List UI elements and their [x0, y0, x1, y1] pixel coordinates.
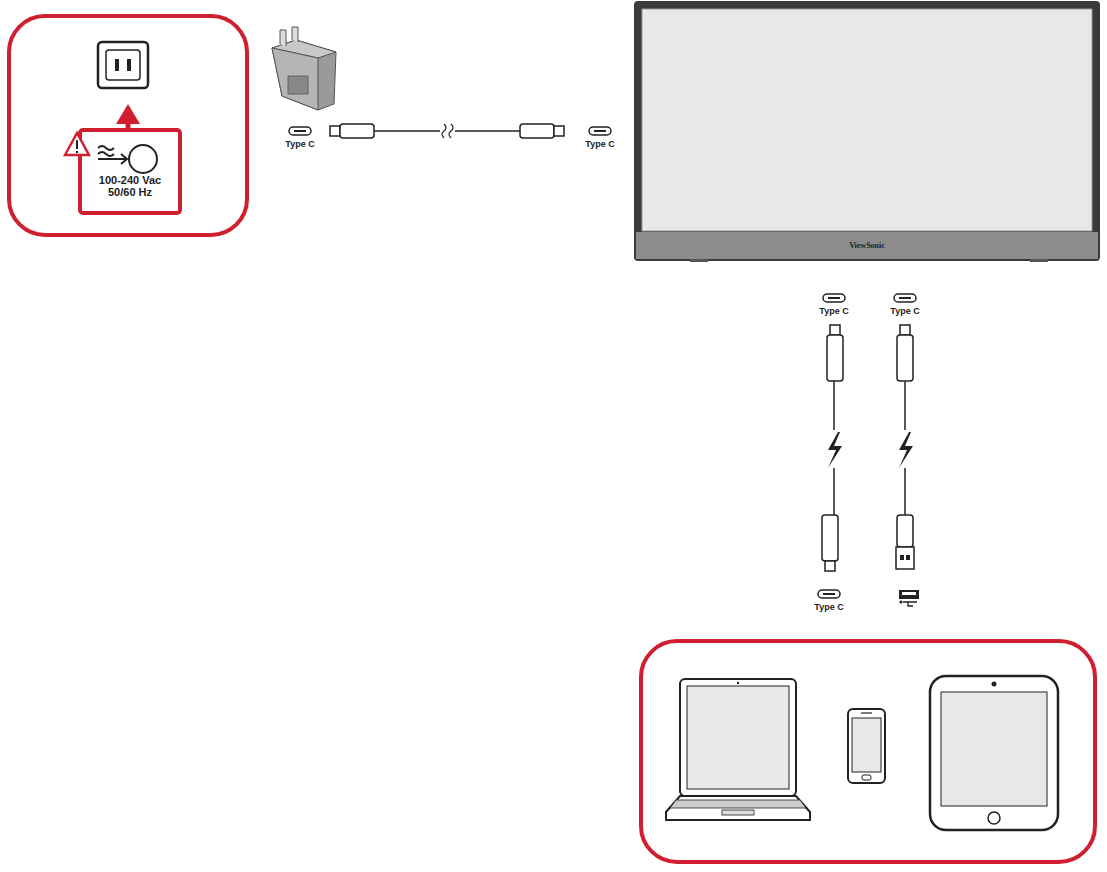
power-outlet-panel-part — [65, 133, 89, 155]
source-devices-panel-part — [848, 709, 885, 783]
source-devices-panel-part — [862, 775, 871, 780]
device-cables-part — [906, 555, 910, 560]
connector-type-label: Type C — [890, 306, 919, 316]
power-adapter-part — [272, 40, 336, 110]
device-cables-part — [896, 547, 914, 569]
power-adapter — [272, 27, 336, 110]
device-cables-part — [900, 325, 910, 335]
node-text: ViewSonic — [667, 241, 1067, 251]
device-cables-part — [833, 468, 835, 515]
source-devices-panel-part — [641, 641, 1095, 862]
device-cables-part — [899, 590, 919, 599]
portable-monitor-part — [642, 9, 1092, 231]
portable-monitor-part — [690, 259, 708, 262]
device-cables-part — [897, 335, 913, 381]
device-cables-part — [904, 468, 906, 515]
portable-monitor-part — [634, 1, 1100, 261]
portable-monitor-part — [636, 232, 1098, 259]
source-devices-panel — [641, 641, 1095, 862]
source-devices-panel-part — [988, 812, 1000, 824]
source-devices-panel-part — [687, 686, 789, 789]
power-outlet-panel-part — [106, 50, 140, 80]
device-cables — [818, 294, 919, 606]
power-outlet-panel-part — [129, 145, 157, 173]
device-cables-part — [830, 325, 840, 335]
source-devices-panel-part — [861, 712, 872, 713]
device-cables-part — [899, 432, 913, 468]
power-outlet-panel-part — [116, 104, 140, 124]
usb-c-cable-part — [589, 127, 611, 135]
source-devices-panel-part — [930, 676, 1058, 830]
device-cables-part — [827, 335, 843, 381]
usb-c-cable-part — [289, 127, 311, 135]
source-devices-panel-part — [852, 718, 881, 772]
usb-c-cable-part — [442, 124, 453, 138]
power-outlet-panel-part — [80, 130, 180, 213]
device-cables-part — [903, 602, 917, 606]
device-cables-part — [833, 381, 835, 430]
source-devices-panel-part — [722, 810, 754, 815]
connector-type-label: Type C — [814, 602, 843, 612]
power-outlet-panel-part — [76, 140, 78, 149]
device-cables-part — [904, 381, 906, 430]
device-cables-part — [897, 515, 913, 547]
power-outlet-panel-part — [98, 146, 114, 156]
power-outlet-panel — [9, 16, 247, 235]
source-devices-panel-part — [737, 682, 739, 684]
power-outlet-panel-part — [76, 151, 78, 153]
device-cables-part — [902, 592, 916, 595]
power-outlet-panel-part — [115, 59, 119, 71]
source-devices-panel-part — [680, 679, 796, 796]
power-adapter-part — [288, 76, 308, 94]
power-outlet-panel-part — [127, 59, 131, 71]
portable-monitor-part — [1030, 259, 1048, 262]
device-cables-part — [825, 561, 835, 571]
power-adapter-part — [272, 48, 318, 110]
device-cables-part — [818, 590, 840, 598]
power-outlet-panel-part — [121, 154, 127, 164]
monitor-bezel: ViewSonic — [636, 232, 1098, 259]
device-cables-part — [900, 555, 904, 560]
usb-c-cable-part — [520, 124, 554, 138]
device-cables-part — [899, 600, 902, 603]
power-outlet-panel-part — [98, 42, 148, 88]
power-outlet-panel-part — [98, 158, 126, 160]
source-devices-panel-part — [992, 682, 997, 687]
power-outlet-panel-part — [9, 16, 247, 235]
device-cables-part — [828, 432, 842, 468]
device-cables-part — [822, 515, 838, 561]
source-devices-panel-part — [666, 796, 810, 820]
portable-monitor — [634, 1, 1100, 262]
voltage-rating-box: 100-240 Vac 50/60 Hz — [80, 130, 180, 213]
source-devices-panel-part — [670, 800, 806, 808]
usb-c-cable-part — [455, 130, 520, 132]
usb-c-cable — [289, 124, 611, 138]
source-devices-panel-part — [941, 692, 1047, 806]
connector-type-label: Type C — [819, 306, 848, 316]
usb-c-cable-part — [374, 130, 440, 132]
device-cables-part — [894, 294, 916, 302]
power-adapter-part — [280, 27, 298, 46]
node-text: 100-240 Vac 50/60 Hz — [90, 174, 170, 198]
usb-c-cable-part — [554, 126, 564, 136]
device-cables-part — [823, 294, 845, 302]
usb-c-cable-part — [340, 124, 374, 138]
usb-c-cable-part — [330, 126, 340, 136]
connector-type-label: Type C — [585, 139, 614, 149]
connector-type-label: Type C — [285, 139, 314, 149]
